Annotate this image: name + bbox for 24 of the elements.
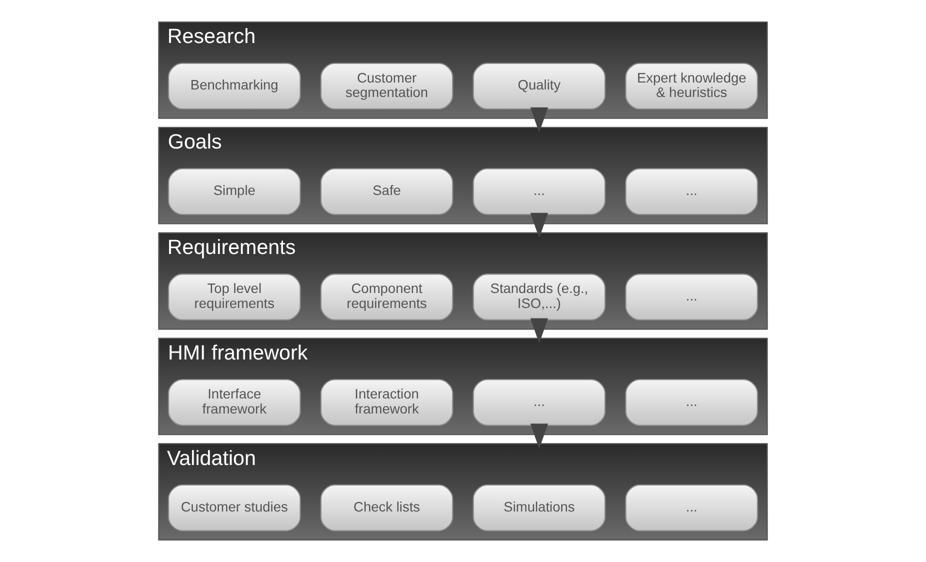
node-box: ... [625, 168, 758, 216]
node-box: ... [625, 484, 758, 532]
node-box: Interaction framework [320, 378, 454, 426]
node-box: Standards (e.g., ISO,...) [472, 274, 606, 321]
node-box: Quality [472, 62, 606, 110]
node-box: Safe [320, 168, 454, 216]
node-box: ... [472, 378, 606, 426]
node-box: Interface framework [168, 378, 301, 426]
arrow [530, 318, 548, 344]
arrow [530, 424, 548, 449]
node-box: Simple [168, 168, 301, 216]
node-box: Top level requirements [168, 274, 301, 321]
node-box: Component requirements [320, 274, 454, 321]
node-box: Customer studies [168, 484, 301, 532]
node-box: Check lists [320, 484, 454, 532]
node-box: Simulations [472, 484, 606, 532]
node-box: ... [472, 168, 606, 216]
arrow [530, 107, 548, 133]
arrow [530, 212, 548, 238]
node-box: ... [625, 274, 758, 321]
node-box: ... [625, 378, 758, 426]
node-box: Benchmarking [168, 62, 301, 110]
node-box: Expert knowledge & heuristics [625, 62, 758, 110]
node-box: Customer segmentation [320, 62, 454, 110]
